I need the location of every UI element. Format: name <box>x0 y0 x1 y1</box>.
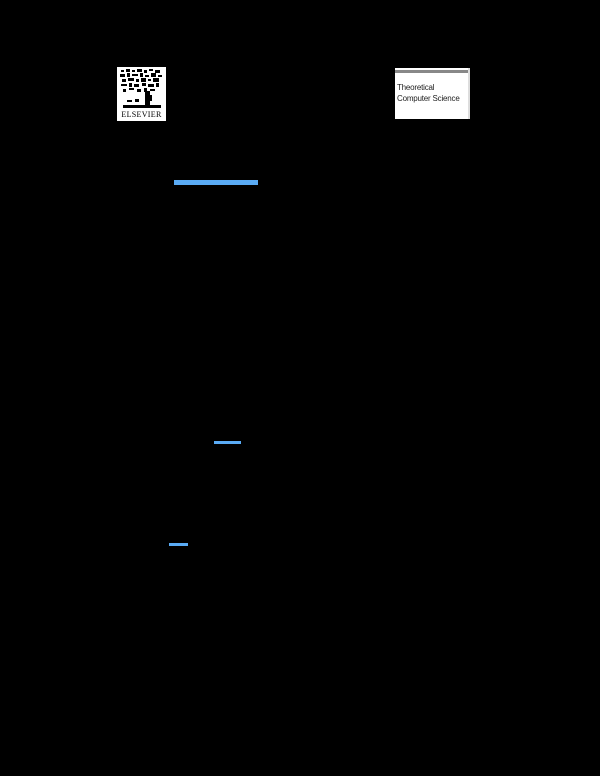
publisher-logo: ELSEVIER <box>117 67 166 121</box>
journal-title-line2: Computer Science <box>397 94 460 103</box>
journal-cover-bar <box>395 70 468 73</box>
reference-link[interactable] <box>169 543 188 546</box>
publisher-name: ELSEVIER <box>121 110 162 119</box>
elsevier-tree-icon <box>117 67 166 111</box>
journal-title-line1: Theoretical <box>397 83 435 92</box>
journal-title: Theoretical Computer Science <box>397 82 460 104</box>
journal-homepage-link[interactable] <box>174 180 258 185</box>
author-link[interactable] <box>214 441 241 444</box>
journal-cover[interactable]: Theoretical Computer Science <box>395 68 470 119</box>
